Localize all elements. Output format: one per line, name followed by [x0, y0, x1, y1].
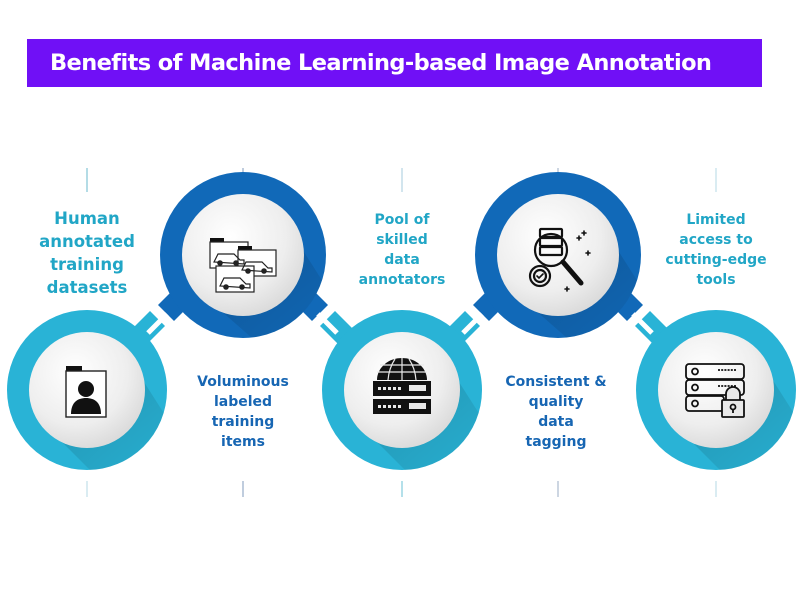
step-1-label: Human annotated training datasets — [39, 209, 135, 297]
globe-server-icon — [373, 358, 431, 414]
step-5-circle — [636, 310, 796, 470]
step-5-label: Limited access to cutting-edge tools — [665, 212, 767, 288]
data-search-gear-icon — [528, 227, 591, 292]
car-image-folders-icon — [209, 238, 277, 293]
step-4-label: Consistent & quality data tagging — [505, 374, 607, 450]
inner-disc — [658, 332, 774, 448]
title-banner: Benefits of Machine Learning-based Image… — [27, 39, 762, 87]
locked-server-icon — [685, 363, 745, 418]
person-profile-folder-icon — [65, 366, 107, 418]
diagram-title: Benefits of Machine Learning-based Image… — [50, 50, 712, 76]
step-3-label: Pool of skilled data annotators — [358, 212, 446, 288]
step-2-label: Voluminous labeled training items — [197, 374, 289, 450]
